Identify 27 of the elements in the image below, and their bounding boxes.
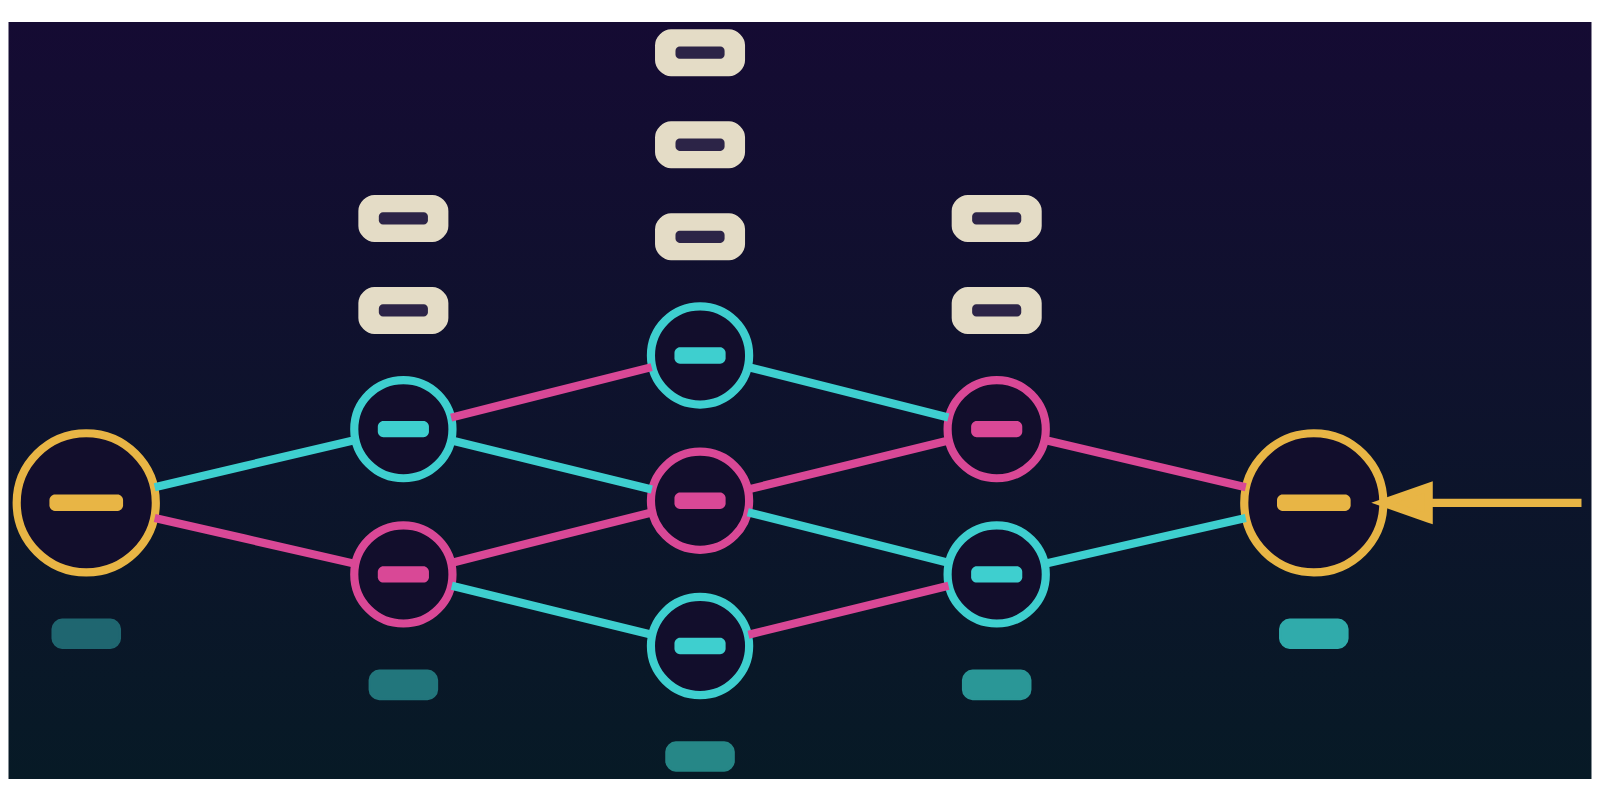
node-circle <box>350 375 457 482</box>
connector <box>450 581 653 639</box>
node-circle <box>646 592 754 699</box>
node-circle <box>646 447 754 554</box>
node-circle <box>943 375 1050 482</box>
node-circle <box>12 428 160 576</box>
node-box <box>655 28 746 76</box>
node-box <box>655 212 746 260</box>
node-bar <box>665 740 735 772</box>
arrow <box>1371 480 1582 524</box>
node-bar <box>51 617 122 649</box>
node-box <box>951 286 1042 334</box>
node-box <box>951 194 1042 242</box>
node-circle <box>1240 428 1388 576</box>
node-box <box>358 194 449 242</box>
node-bar <box>368 669 439 700</box>
connector <box>1044 435 1247 491</box>
connector <box>747 581 950 639</box>
node-box <box>358 286 449 334</box>
node-box <box>655 120 746 168</box>
node-bar <box>961 669 1032 700</box>
node-circle <box>646 301 754 409</box>
node-circle <box>350 520 457 628</box>
connector <box>1044 513 1247 568</box>
connector <box>450 362 653 422</box>
node-circle <box>943 520 1050 628</box>
node-bar <box>1279 617 1349 649</box>
